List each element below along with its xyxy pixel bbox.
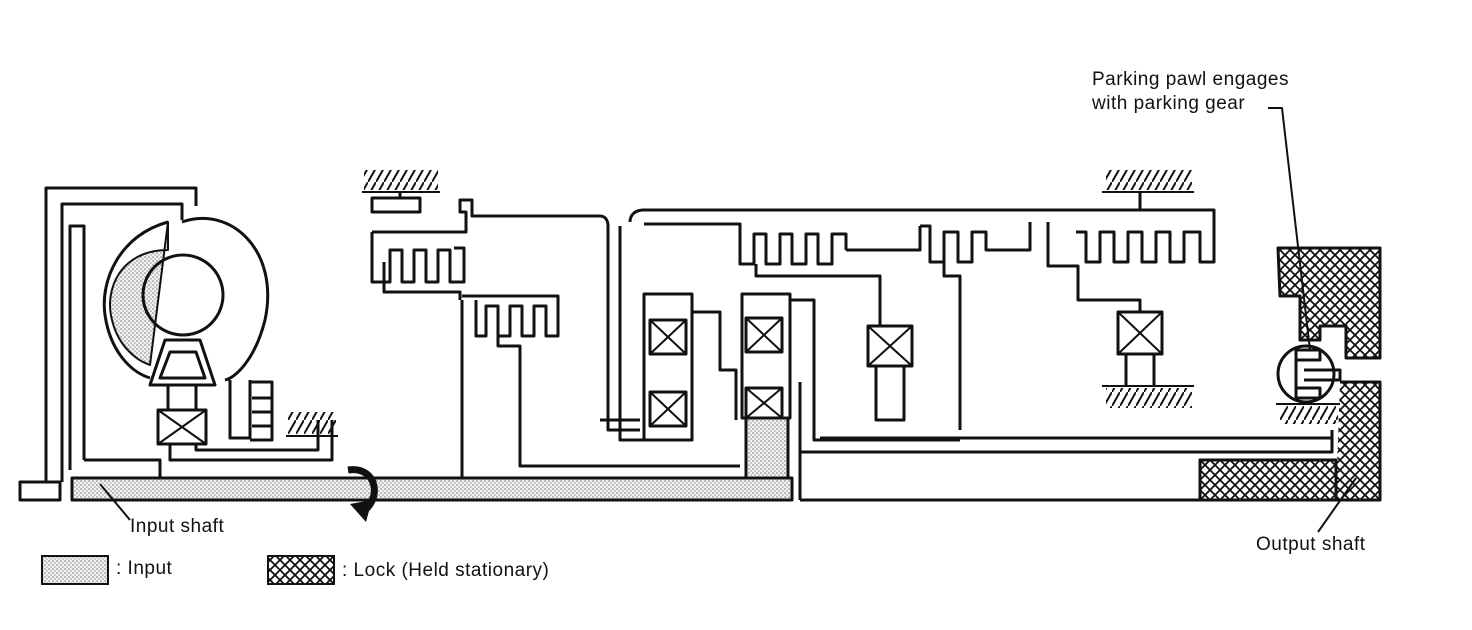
legend-input-label: : Input xyxy=(116,558,173,579)
converter-housing-outer xyxy=(44,186,198,482)
legend-lock-swatch xyxy=(267,555,335,585)
legend-lock-label: : Lock (Held stationary) xyxy=(342,560,550,581)
owc-1-frame xyxy=(642,292,694,442)
output-shaft-label: Output shaft xyxy=(1256,534,1366,555)
pump-housing xyxy=(228,380,274,442)
parking-pawl-label: Parking pawl engages with parking gear xyxy=(1092,68,1289,116)
ground-right-top xyxy=(1106,170,1192,190)
pinion-center xyxy=(866,324,914,368)
input-shaft-label: Input shaft xyxy=(130,516,225,537)
ground-parking xyxy=(1280,406,1338,424)
converter-hub xyxy=(84,458,162,478)
pinion-right xyxy=(1116,310,1164,356)
ground-pump xyxy=(288,412,336,434)
input-shaft-hub xyxy=(744,416,790,480)
one-way-clutch xyxy=(156,408,208,446)
clutch-drum-b xyxy=(462,294,560,338)
input-shaft-body xyxy=(70,476,794,502)
parking-gear-circle xyxy=(1276,344,1336,404)
legend-input-swatch xyxy=(41,555,109,585)
parking-label-line2: with parking gear xyxy=(1092,93,1246,114)
stator-inner xyxy=(158,350,207,380)
impeller xyxy=(109,221,169,366)
ground-left xyxy=(364,170,438,190)
stator-support xyxy=(148,338,217,387)
input-shaft-front xyxy=(18,480,62,502)
stator-shaft xyxy=(166,385,334,462)
converter-torus-inner xyxy=(102,220,169,380)
converter-housing-inner xyxy=(60,202,184,482)
long-drum xyxy=(628,208,1216,264)
parking-label-line1: Parking pawl engages xyxy=(1092,69,1289,90)
turbine-center xyxy=(141,253,225,337)
lock-housing-top xyxy=(1276,246,1382,360)
ground-right-bottom xyxy=(1106,388,1192,408)
parking-leader xyxy=(1268,107,1311,351)
input-shaft-leader xyxy=(99,483,131,521)
curved-rotation-arrow-icon xyxy=(347,466,378,522)
clutch-drum-a xyxy=(372,198,640,432)
converter-cover xyxy=(68,224,86,470)
shaft-sleeve xyxy=(600,226,650,442)
brake-hub-left xyxy=(370,196,422,214)
converter-torus xyxy=(181,216,270,382)
output-shaft-leader xyxy=(1317,477,1357,533)
